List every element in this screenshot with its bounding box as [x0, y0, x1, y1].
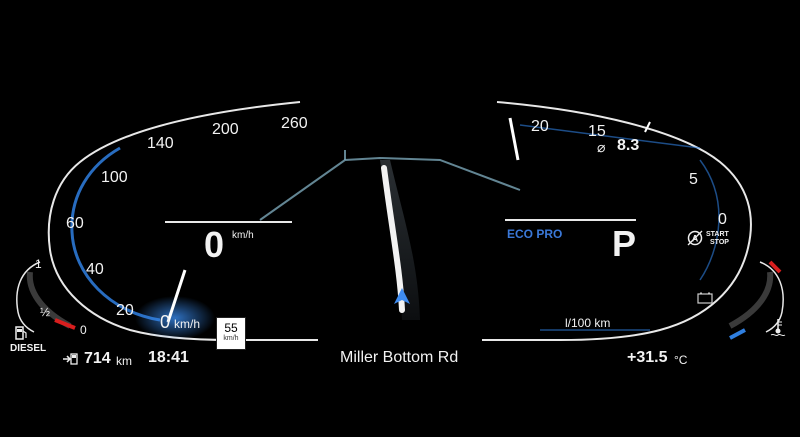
speedometer-frame — [47, 101, 318, 341]
speed-scale-label: 60 — [66, 215, 84, 232]
start-stop-label-top: START — [706, 231, 729, 238]
speed-scale-label: 140 — [147, 135, 174, 152]
speed-scale-label: 100 — [101, 169, 128, 186]
temperature-gauge — [728, 260, 784, 340]
gear-indicator: P — [612, 223, 637, 264]
speed-unit: km/h — [232, 230, 254, 241]
fuel-type-label: DIESEL — [10, 343, 47, 354]
outside-temperature-unit: °C — [674, 353, 688, 367]
speed-scale-label: 200 — [212, 121, 239, 138]
start-stop-icon: A — [687, 230, 703, 246]
street-name: Miller Bottom Rd — [340, 349, 459, 366]
consumption-scale-label: 0 — [718, 211, 727, 228]
speed-scale-label: 20 — [116, 302, 134, 319]
speed-zero-label: 0 — [160, 312, 171, 332]
fuel-range-unit: km — [116, 354, 132, 368]
fuel-range-icon — [63, 353, 78, 365]
speed-scale-label: 40 — [86, 261, 104, 278]
fuel-full-label: 1 — [35, 257, 42, 271]
battery-icon — [697, 292, 713, 304]
speed-limit-unit: km/h — [223, 335, 239, 342]
navigation-map — [259, 150, 521, 320]
average-consumption-value: 8.3 — [617, 137, 640, 154]
outside-temperature-value: +31.5 — [627, 349, 668, 366]
fuel-gauge — [16, 261, 76, 333]
average-symbol: ⌀ — [597, 139, 606, 155]
consumption-scale-label: 5 — [689, 171, 698, 188]
consumption-gauge-frame — [482, 101, 752, 341]
consumption-scale-label: 20 — [531, 118, 549, 135]
consumption-unit: l/100 km — [565, 316, 611, 330]
fuel-pump-icon — [15, 326, 27, 340]
coolant-temp-icon — [770, 319, 786, 336]
consumption-scale-label: 15 — [588, 123, 606, 140]
speed-limit-sign: 55 km/h — [216, 317, 246, 350]
start-stop-label-bottom: STOP — [710, 239, 729, 246]
speed-value: 0 — [204, 224, 225, 265]
navigation-arrow-icon — [394, 288, 410, 304]
drive-mode: ECO PRO — [507, 227, 563, 241]
fuel-half-label: ½ — [40, 305, 51, 319]
fuel-range-value: 714 — [84, 350, 111, 367]
speed-limit-value: 55 — [224, 321, 238, 335]
speed-scale-label: 260 — [281, 115, 308, 132]
fuel-empty-label: 0 — [80, 323, 87, 337]
speed-zero-unit: km/h — [174, 317, 201, 331]
clock: 18:41 — [148, 349, 189, 366]
